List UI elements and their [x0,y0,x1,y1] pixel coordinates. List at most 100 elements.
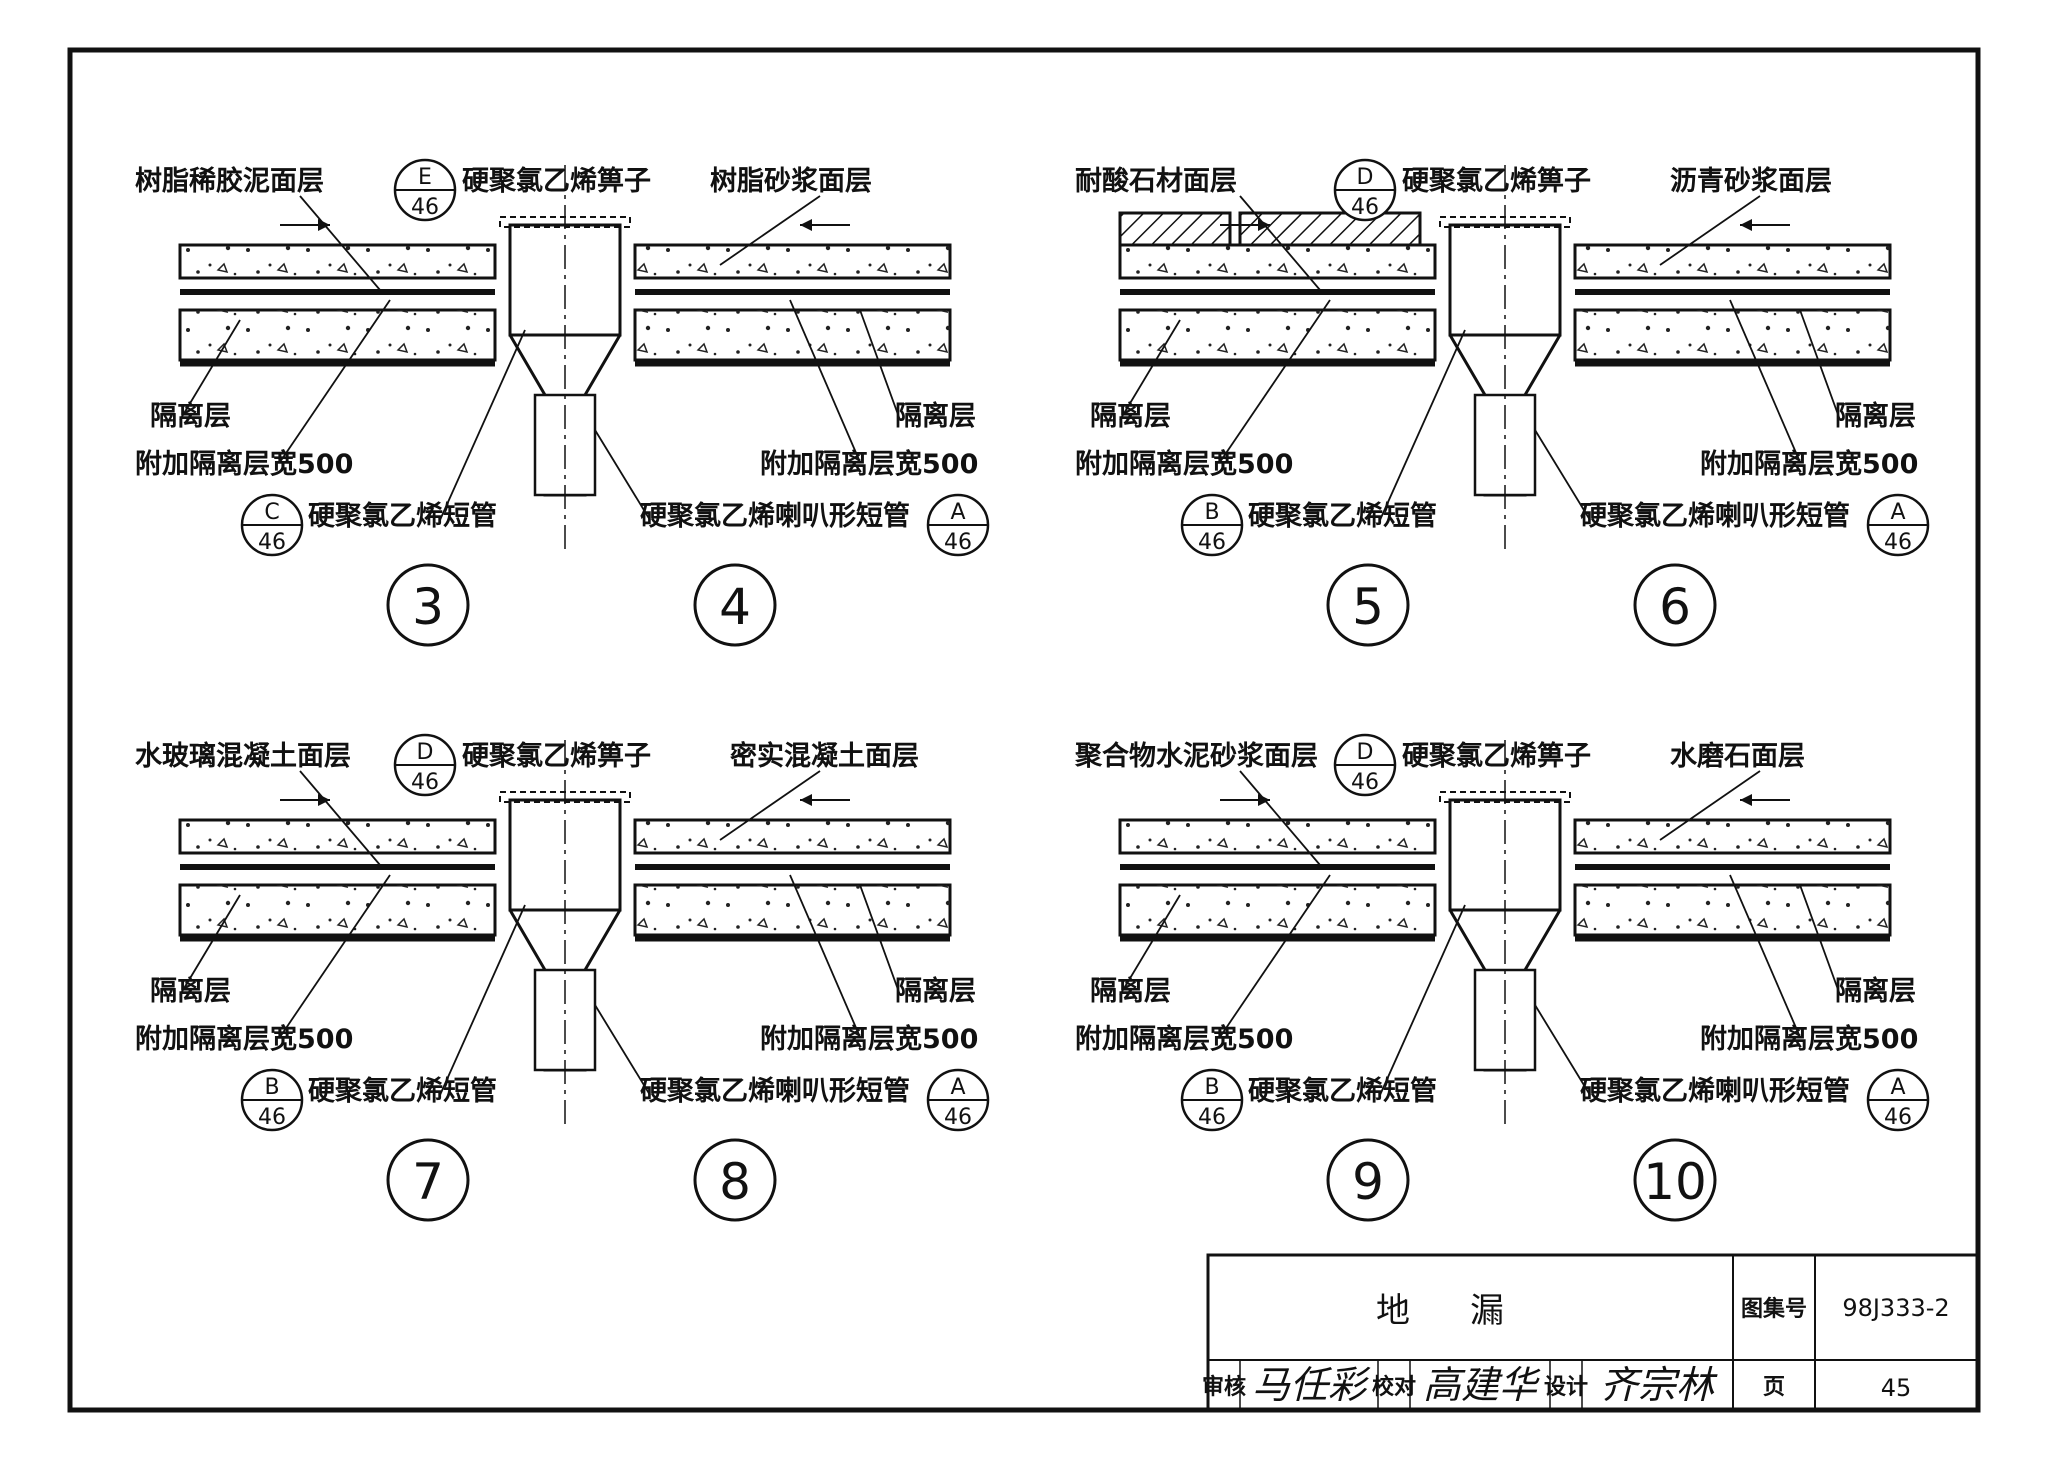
check-label: 校对 [1372,1374,1416,1400]
leader-line [1659,770,1761,841]
stone-tile [1238,211,1422,247]
reference-letter: A [950,500,965,525]
right-extra-isolation-label: 附加隔离层宽500 [760,1023,978,1055]
leader-line [439,329,526,521]
review-label: 审核 [1202,1374,1246,1400]
left-extra-isolation-label: 附加隔离层宽500 [1075,1023,1293,1055]
reference-letter: B [1204,1075,1219,1100]
reference-letter: A [950,1075,965,1100]
slab-aggregate [635,310,950,360]
left-isolation-label: 隔离层 [1090,400,1171,432]
leader-line [1729,299,1801,463]
leader-line [859,309,901,421]
slope-arrow-head [800,219,812,231]
right-finish-label: 树脂砂浆面层 [710,165,872,197]
short-pipe-reference: B 46 [1180,1068,1244,1132]
short-pipe-label: 硬聚氯乙烯短管 [308,1075,497,1107]
surface-aggregate [1575,245,1890,278]
slab-aggregate [180,885,495,935]
leader-line [299,770,381,866]
leader-line [1534,429,1591,521]
slope-arrow-head [800,794,812,806]
atlas-number: 98J333-2 [1842,1294,1949,1322]
leader-line [1799,309,1841,421]
grate-label: 硬聚氯乙烯箅子 [462,165,651,197]
leader-line [1239,195,1321,291]
trumpet-pipe-label: 硬聚氯乙烯喇叭形短管 [1580,500,1850,532]
reference-sheet: 46 [1198,530,1226,555]
right-isolation-label: 隔离层 [1835,975,1916,1007]
leader-line [594,1004,651,1096]
leader-line [1239,770,1321,866]
reference-sheet: 46 [1198,1105,1226,1130]
page-number: 45 [1881,1374,1912,1402]
short-pipe-label: 硬聚氯乙烯短管 [308,500,497,532]
drawing-title: 地漏 [1376,1291,1564,1331]
leader-line [1729,874,1801,1038]
leader-line [1119,319,1181,421]
right-isolation-label: 隔离层 [1835,400,1916,432]
sheet-border [67,47,1981,1413]
grate-reference: D 46 [393,733,457,797]
trumpet-pipe-reference: A46 [926,493,990,557]
grate-reference: E46 [393,158,457,222]
slab-aggregate [635,885,950,935]
leader-line [719,770,821,841]
review-signature: 马任彩 [1252,1363,1371,1407]
left-extra-isolation-label: 附加隔离层宽500 [135,1023,353,1055]
left-finish-label: 树脂稀胶泥面层 [135,165,324,197]
leader-line [179,894,241,996]
reference-sheet: 46 [944,1105,972,1130]
slope-arrow-head [1740,219,1752,231]
left-detail-number: 3 [412,578,444,636]
reference-letter: C [264,500,279,525]
leader-line [1799,884,1841,996]
design-signature: 齐宗林 [1600,1363,1718,1407]
left-detail-number-circle [386,563,470,647]
title-block: 地漏 图集号 98J333-2 审核 马任彩 校对 高建华 设计 齐宗林 页 4… [1202,1253,1980,1412]
leader-line [1219,299,1331,463]
left-isolation-label: 隔离层 [150,400,231,432]
slope-arrow-head [1740,794,1752,806]
surface-aggregate [635,245,950,278]
leader-line [1119,894,1181,996]
left-extra-isolation-label: 附加隔离层宽500 [135,448,353,480]
leader-line [299,195,381,291]
left-isolation-label: 隔离层 [150,975,231,1007]
trumpet-pipe-label: 硬聚氯乙烯喇叭形短管 [640,500,910,532]
reference-letter: D [1357,740,1374,765]
reference-letter: E [418,165,432,190]
slab-aggregate [1575,310,1890,360]
reference-sheet: 46 [1884,530,1912,555]
slab-aggregate [1575,885,1890,935]
grate-reference: D46 [1333,158,1397,222]
trumpet-pipe-reference: A46 [1866,1068,1930,1132]
right-isolation-label: 隔离层 [895,400,976,432]
left-detail-number-circle [386,1138,470,1222]
reference-letter: D [417,740,434,765]
leader-line [1379,904,1466,1096]
short-pipe-reference: C46 [240,493,304,557]
surface-aggregate [180,245,495,278]
right-detail-number: 8 [719,1153,751,1211]
leader-line [594,429,651,521]
left-detail-number: 9 [1352,1153,1384,1211]
reference-letter: A [1890,500,1905,525]
reference-letter: D [1357,165,1374,190]
left-detail-number-circle [1326,563,1410,647]
right-detail-number-circle [1633,563,1717,647]
right-finish-label: 水磨石面层 [1670,741,1805,772]
left-isolation-label: 隔离层 [1090,975,1171,1007]
trumpet-pipe-reference: A 46 [926,1068,990,1132]
leader-line [439,904,526,1096]
left-detail-number: 5 [1352,578,1384,636]
page-label: 页 [1763,1375,1785,1400]
surface-aggregate [1120,820,1435,853]
leader-line [719,195,821,266]
short-pipe-reference: B46 [1180,493,1244,557]
slab-aggregate [1120,885,1435,935]
short-pipe-label: 硬聚氯乙烯短管 [1248,1075,1437,1107]
reference-sheet: 46 [411,770,439,795]
